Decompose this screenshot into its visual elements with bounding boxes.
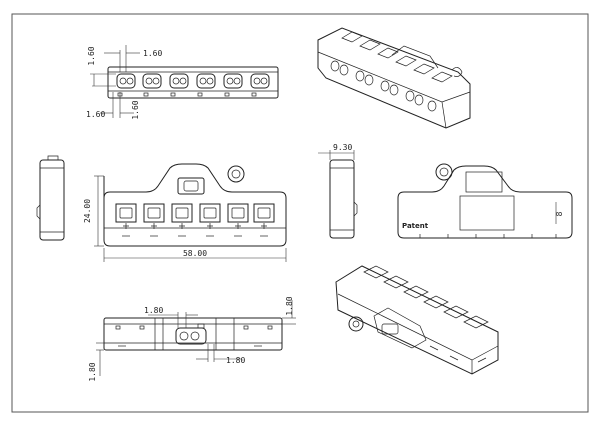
dim-height: 24.00	[83, 199, 92, 223]
top-view	[90, 45, 279, 118]
front-view-ports	[115, 203, 275, 229]
top-view-ports	[116, 73, 270, 89]
bottom-view	[96, 300, 296, 376]
dim-top-left: 1.60	[87, 46, 96, 65]
sheet-border	[11, 13, 589, 413]
side-view-right	[318, 150, 358, 239]
patent-label: Patent	[402, 222, 429, 230]
dim-bottom-lower: 1.80	[226, 356, 245, 365]
dim-bottom-right: 1.80	[285, 296, 294, 315]
side-view-left	[36, 155, 65, 241]
dim-top-height: 1.60	[131, 100, 140, 119]
dim-top-gap: 1.60	[143, 49, 162, 58]
isometric-view-top	[317, 27, 471, 129]
dim-mark: 8	[555, 211, 564, 216]
back-view	[397, 163, 573, 239]
dim-length: 58.00	[183, 249, 207, 258]
dim-depth: 9.30	[333, 143, 352, 152]
dim-bottom-left: 1.80	[88, 362, 97, 381]
dim-bottom-gap: 1.80	[144, 306, 163, 315]
isometric-view-bottom	[335, 265, 499, 375]
front-view	[94, 163, 287, 262]
dim-top-left-outer: 1.60	[86, 110, 105, 119]
